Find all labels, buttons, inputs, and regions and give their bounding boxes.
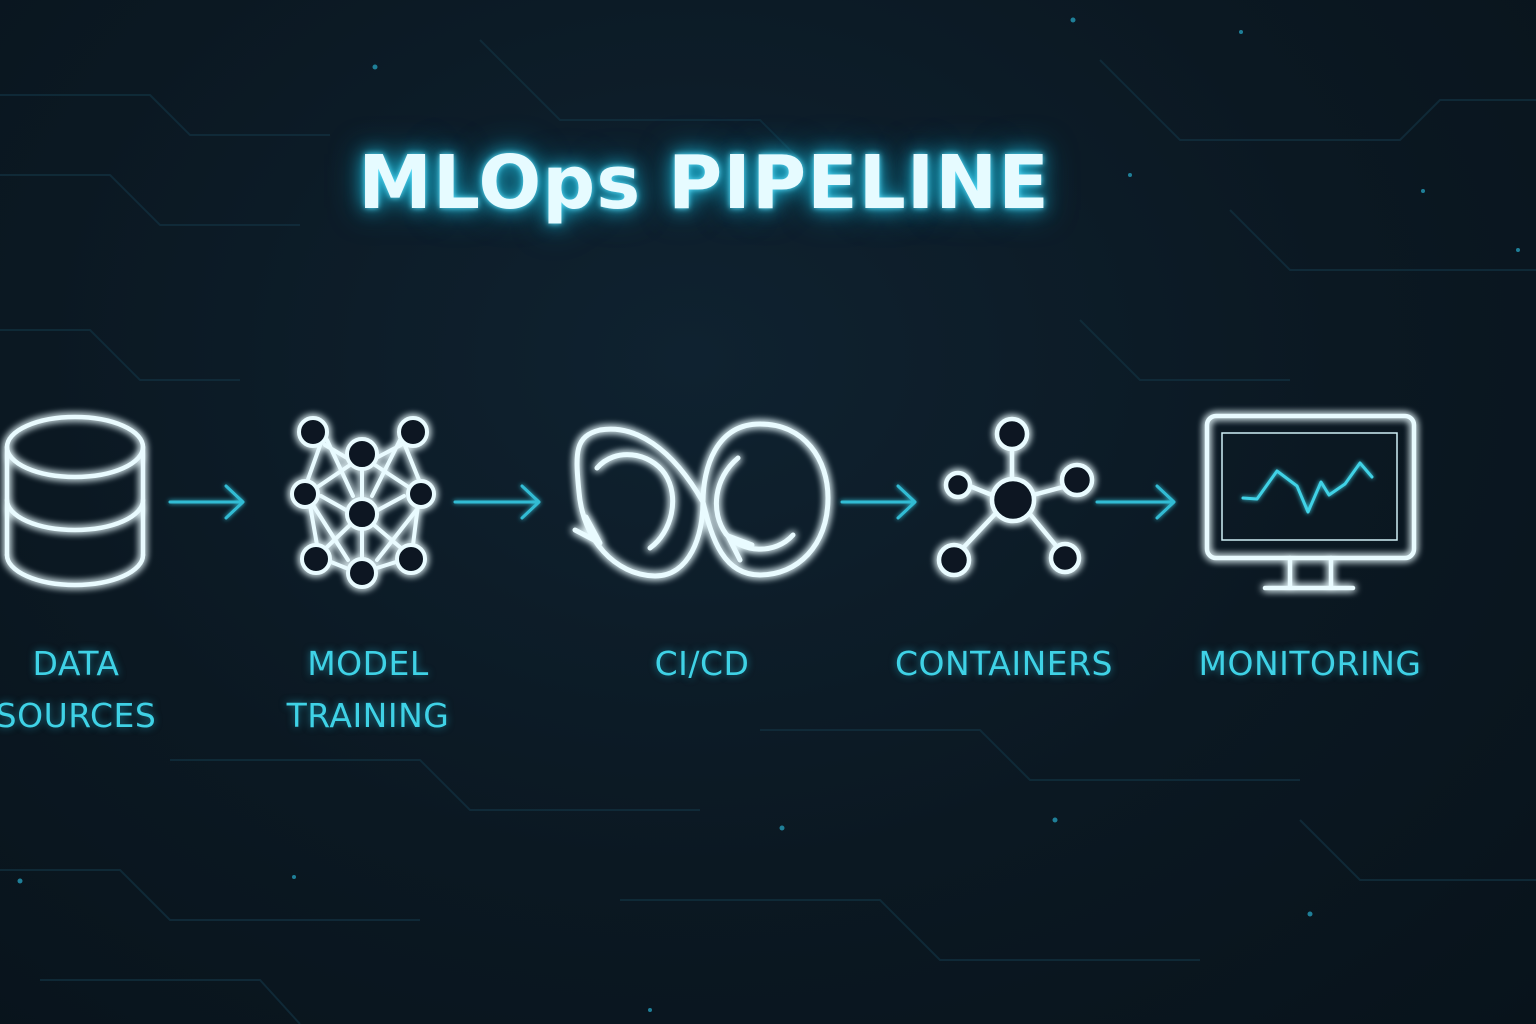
neural-network-icon — [290, 416, 436, 589]
monitor-chart-icon — [1204, 413, 1417, 591]
hub-network-icon — [936, 416, 1095, 578]
arrow-icon — [840, 484, 917, 520]
arrow-icon — [453, 484, 541, 520]
stage-label-containers: CONTAINERS — [894, 644, 1114, 683]
arrow-icon — [168, 484, 245, 520]
stage-label-ci-cd: CI/CD — [654, 644, 750, 683]
infinity-loop-icon — [572, 421, 831, 579]
stage-label-monitoring: MONITORING — [1198, 644, 1422, 683]
stage-label-model-training: MODEL TRAINING — [286, 644, 450, 735]
monitor-screen — [1221, 432, 1398, 541]
stage-label-data-sources: DATA SOURCES — [0, 644, 157, 735]
database-icon — [4, 414, 146, 588]
line-chart-icon — [1241, 461, 1374, 514]
arrow-icon — [1095, 484, 1176, 520]
page-title: MLOps PIPELINE — [358, 140, 1050, 226]
